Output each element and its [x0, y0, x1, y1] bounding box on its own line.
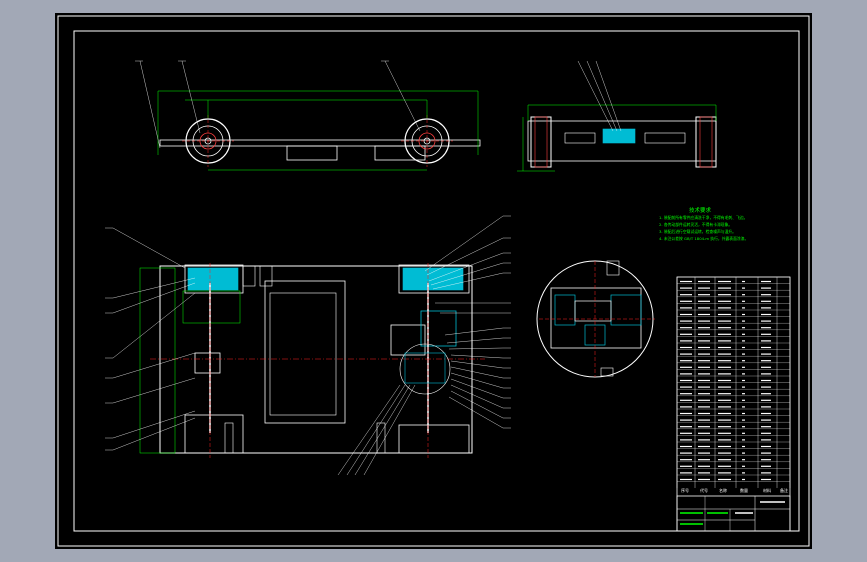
motor-box: [374, 145, 426, 161]
bom-frame: [676, 276, 791, 532]
leader-line: [139, 60, 161, 149]
leader-line: [112, 410, 196, 439]
leader-line: [450, 390, 504, 419]
leader-line: [181, 60, 201, 134]
leader-line: [337, 384, 401, 476]
plan-steering-motor: [420, 310, 457, 347]
plan-steering-box: [390, 324, 426, 356]
plan-chassis-outline: [159, 265, 473, 454]
leader-line: [424, 215, 504, 272]
drawing-frame: [57, 15, 810, 547]
detail-housing: [550, 287, 642, 349]
plan-wheel-rear-right: [398, 424, 470, 454]
leader-line: [448, 347, 504, 350]
leader-line: [577, 60, 614, 132]
bill-of-materials-table: [676, 276, 791, 532]
leader-line: [448, 396, 504, 429]
leader-line: [428, 252, 504, 282]
battery-box: [286, 145, 338, 161]
plan-view: [105, 215, 511, 476]
bom-header-cell: 材料: [763, 487, 771, 493]
plan-gearbox: [194, 352, 221, 374]
leader-line: [430, 262, 504, 286]
leader-line: [426, 237, 504, 276]
detail-bottom-part: [600, 367, 614, 377]
leader-line: [112, 277, 196, 299]
end-motor-part: [602, 128, 636, 144]
bom-header-row: 序号 代号 名称 数量 材料 备注: [681, 487, 788, 493]
inner-border: [73, 30, 800, 532]
technical-requirement-line: 3. 装配后进行空载试运转，检查噪声与温升。: [659, 229, 736, 234]
leader-line: [450, 372, 504, 389]
leader-line: [112, 417, 196, 451]
end-view: [517, 60, 717, 172]
leader-line: [354, 384, 411, 476]
bom-header-cell: 备注: [780, 487, 788, 493]
plan-bracket: [224, 422, 234, 454]
technical-requirement-line: 4. 未注公差按 GB/T 1804-m 执行，外露表面涂漆。: [659, 236, 748, 241]
leader-line: [450, 360, 504, 369]
leader-line: [586, 60, 618, 132]
plan-dimension-frame: [139, 267, 176, 454]
leader-line: [112, 377, 196, 404]
technical-requirement-line: 1. 装配前所有零件应清洗干净，不得有毛刺、飞边。: [659, 215, 747, 220]
detail-shaft-block: [574, 300, 612, 322]
plan-clip: [242, 265, 256, 287]
title-block: [676, 495, 791, 532]
leader-line: [446, 337, 504, 344]
leader-line: [112, 282, 196, 314]
technical-requirements-note: 技术要求 1. 装配前所有零件应清洗干净，不得有毛刺、飞边。 2. 各传动部件运…: [659, 206, 748, 241]
bom-header-cell: 序号: [681, 487, 689, 493]
cad-viewport[interactable]: 技术要求 1. 装配前所有零件应清洗干净，不得有毛刺、飞边。 2. 各传动部件运…: [55, 13, 812, 549]
leader-line: [450, 366, 504, 379]
end-housing: [564, 132, 596, 144]
plan-wheel-front-right: [398, 264, 470, 294]
plan-dim-box: [182, 290, 241, 324]
leader-line: [363, 384, 416, 476]
side-elevation-view: [135, 60, 481, 171]
end-housing: [644, 132, 686, 144]
leader-line: [450, 384, 504, 409]
plan-motor-front-left: [187, 267, 239, 291]
plan-motor-front-right: [402, 267, 464, 291]
leader-line: [450, 378, 504, 399]
end-wheel-left: [530, 116, 552, 168]
end-wheel-right: [695, 116, 717, 168]
plan-clip: [259, 265, 273, 287]
plan-battery-compartment: [264, 280, 346, 424]
bom-header-cell: 名称: [719, 487, 727, 493]
technical-requirements-title: 技术要求: [689, 206, 712, 214]
title-block-frame: [676, 495, 791, 532]
end-wheel-left-inner: [534, 116, 548, 168]
bom-header-cell: 数量: [740, 487, 748, 493]
leader-line: [450, 354, 504, 359]
plan-detail-callout: [399, 343, 451, 395]
leader-line: [112, 352, 196, 379]
detail-circle-view: [536, 260, 655, 378]
detail-bearing-left: [554, 294, 576, 326]
outer-border: [57, 15, 810, 547]
leader-line: [444, 327, 504, 336]
plan-battery-inner: [269, 292, 337, 416]
leader-line: [346, 384, 406, 476]
leader-line: [432, 272, 504, 290]
technical-requirement-line: 2. 各传动部件运转灵活，不得有卡滞现象。: [659, 222, 732, 227]
leader-line: [112, 227, 186, 269]
plan-detail-parts: [404, 352, 446, 384]
bom-header-cell: 代号: [700, 487, 708, 493]
detail-bearing-right: [610, 294, 642, 326]
end-wheel-right-inner: [699, 116, 713, 168]
leader-line: [112, 292, 196, 359]
detail-top-part: [606, 260, 620, 276]
assembly-drawing-canvas[interactable]: 技术要求 1. 装配前所有零件应清洗干净，不得有毛刺、飞边。 2. 各传动部件运…: [55, 13, 812, 549]
leader-line: [384, 60, 421, 132]
leader-line: [595, 60, 622, 132]
plan-wheel-rear-left: [184, 414, 244, 454]
